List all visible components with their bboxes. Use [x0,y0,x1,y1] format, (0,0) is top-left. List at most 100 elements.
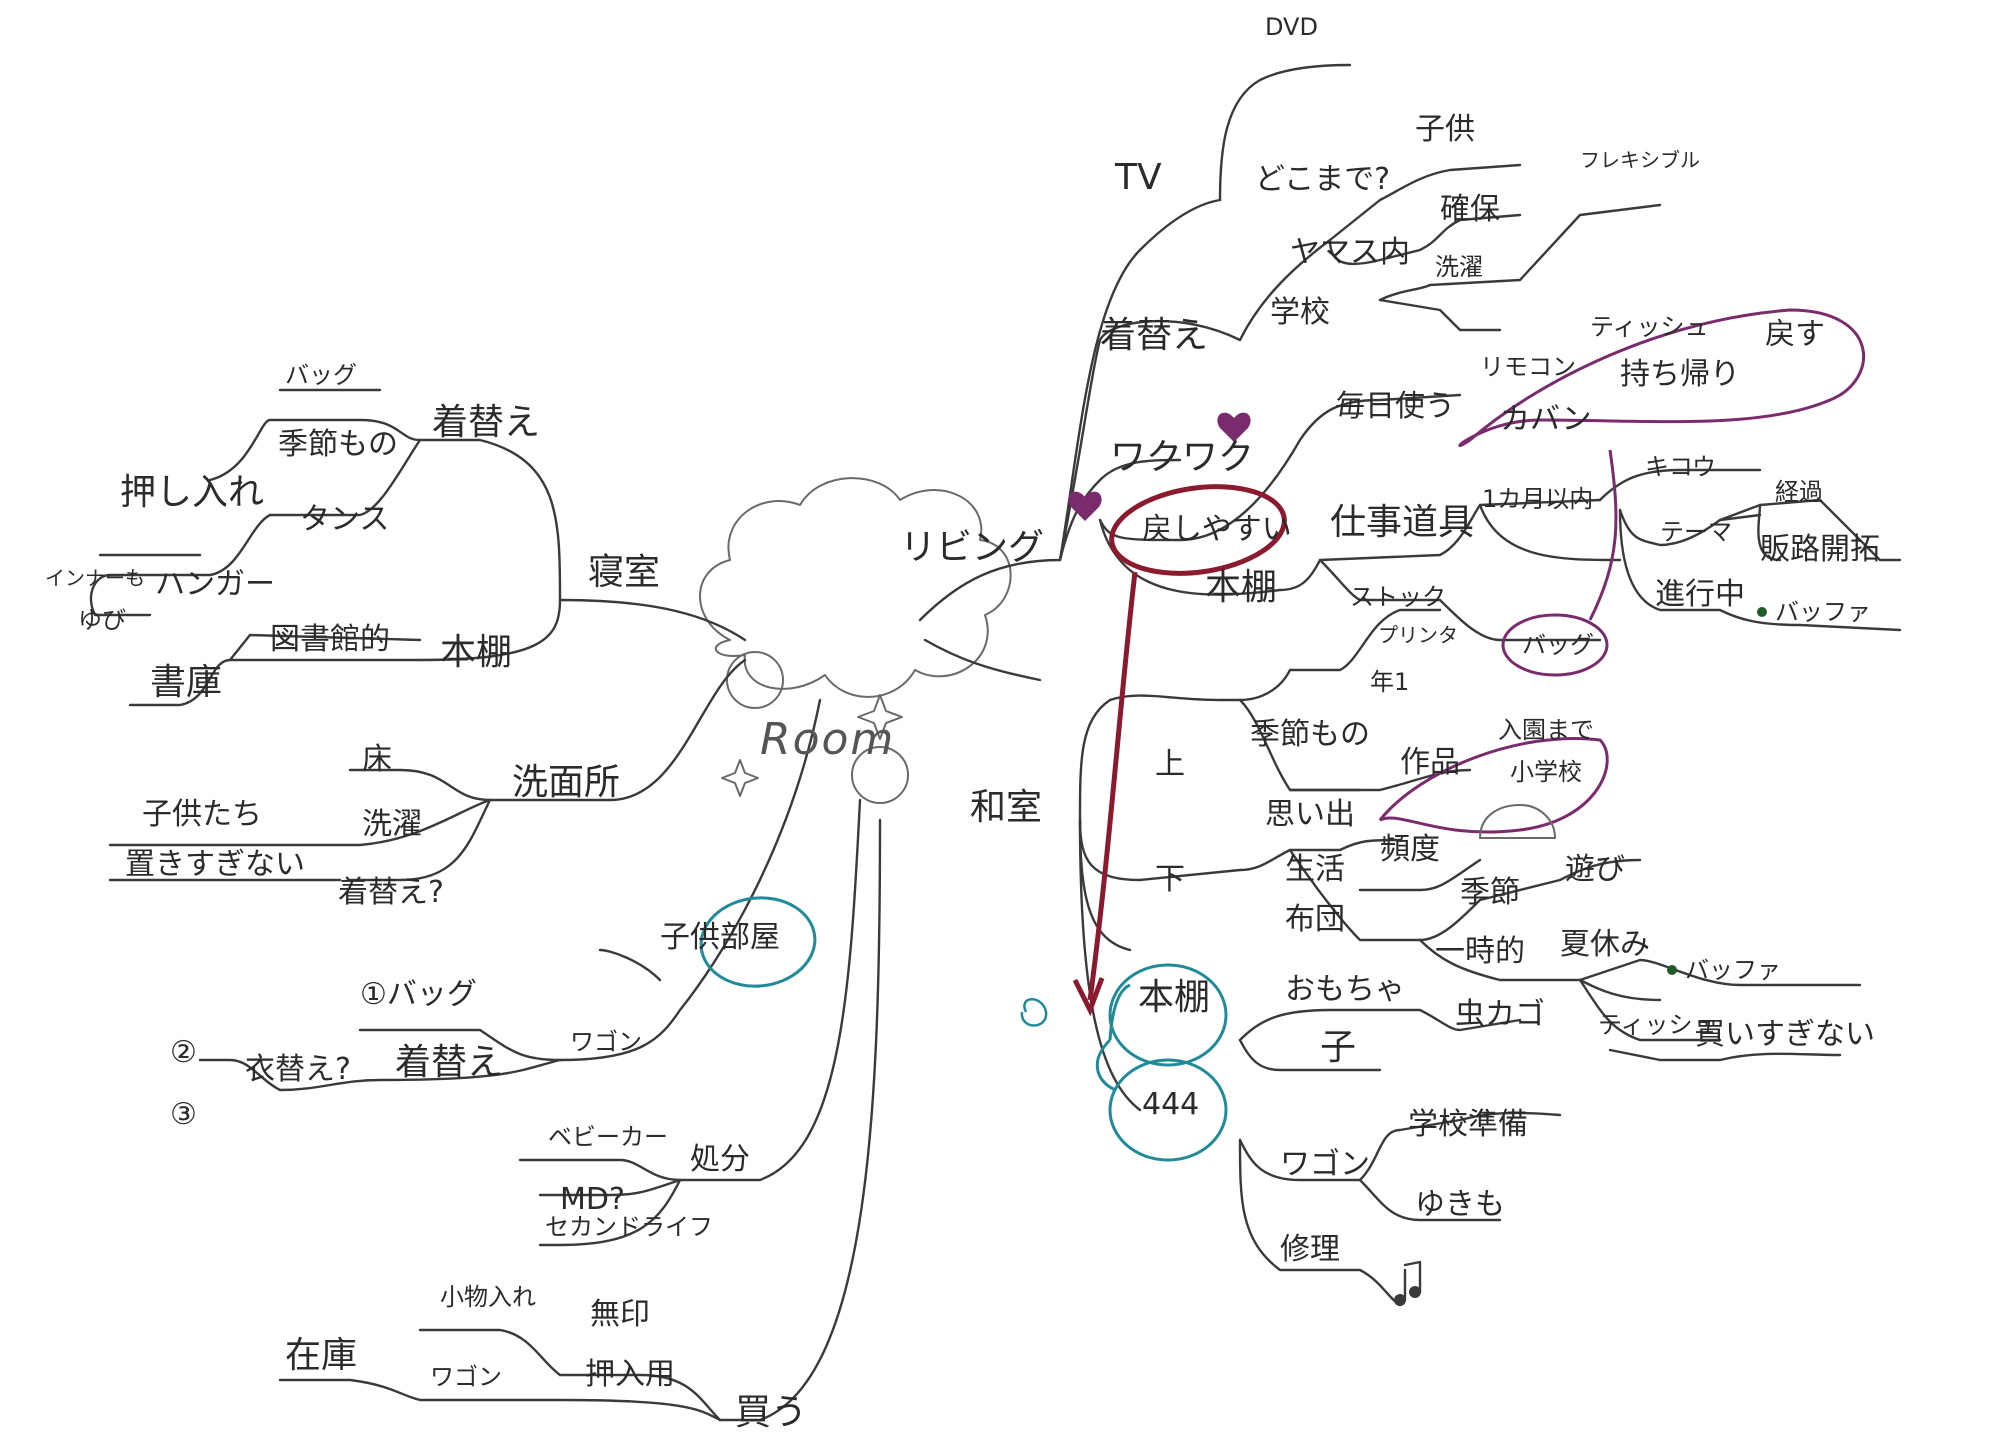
kids-n3: ③ [170,1097,197,1132]
bedroom-inner: インナーも [45,566,145,590]
washitsu-buffer: バッファ [1685,956,1781,984]
washitsu-shita: 下 [1155,862,1185,897]
living-kaban: カバン [1500,402,1592,437]
washitsu-ue: 上 [1155,747,1185,782]
kids-n2: ② [170,1035,197,1070]
washitsu-omoide: 思い出 [1265,797,1355,832]
left-washroom-branches [108,658,747,882]
living-hanro: 販路開拓 [1760,532,1880,567]
bedroom-tansu: タンス [300,502,390,537]
living-ikkagetsu: 1カ月以内 [1482,485,1594,513]
washroom-yuka: 床 [362,742,392,777]
bedroom-shoko: 書庫 [150,662,223,703]
bedroom-oshiire: 押し入れ [120,472,265,513]
kids-room-label: 子供部屋 [660,920,780,955]
washroom-kodomotachi: 子供たち [142,797,262,832]
washitsu-gakkojunbi: 学校準備 [1408,1107,1528,1142]
washitsu-omocha: おもちゃ [1285,972,1405,1007]
washitsu-label: 和室 [970,787,1043,828]
living-label: リビング [900,527,1045,568]
washitsu-kisetsu2: 季節 [1460,875,1520,910]
bedroom-kisetsu: 季節もの [278,427,398,462]
right-living-branches [918,63,1902,642]
washroom-kigae: 着替え? [338,875,444,910]
center-cloud [699,477,1012,804]
washitsu-hondana: 本棚 [1138,977,1211,1018]
shobun-baby: ベビーカー [548,1123,668,1151]
washitsu-shuri: 修理 [1280,1232,1340,1267]
living-wakuwaku: ワクワク [1110,437,1255,478]
washitsu-nen1: 年1 [1370,668,1410,696]
kau-komono: 小物入れ [440,1283,536,1311]
shobun-second: セカンドライフ [545,1213,713,1241]
living-stock: ストック [1350,583,1446,611]
left-shobun-branches [518,798,862,1247]
living-bag: バッグ [1522,631,1594,659]
bedroom-kigae: 着替え [432,402,541,443]
washitsu-mushikago: 虫カゴ [1455,997,1545,1032]
washitsu-natsuyasumi: 夏休み [1560,927,1650,962]
living-keika: 経過 [1775,478,1823,506]
living-tv: TV [1115,157,1162,198]
washitsu-ko: 子 [1320,1027,1357,1068]
washitsu-wagon: ワゴン [1280,1147,1370,1182]
washitsu-asobi: 遊び [1565,852,1625,887]
washroom-label: 洗面所 [512,762,621,803]
washitsu-nyuen: 入園まで [1498,716,1594,744]
living-shigoto: 仕事道具 [1330,502,1475,543]
kau-zaiko: 在庫 [285,1335,358,1376]
left-kau-branches [278,818,882,1422]
living-buffer: バッファ [1775,598,1871,626]
left-bedroom-branches [89,388,747,707]
right-washitsu-branches [923,608,1862,1307]
washitsu-tissue: ティッシュ [1598,1011,1717,1039]
living-kikou: キコウ [1645,453,1717,481]
living-mochikaeri: 持ち帰り [1620,357,1740,392]
living-tissue: ティッシュ [1590,313,1709,341]
center-label: Room [760,714,896,765]
washitsu-ichiji: 一時的 [1435,934,1525,969]
bedroom-hanger: ハンガー [155,567,275,602]
living-sensen: 洗濯 [1435,253,1483,281]
kau-muji: 無印 [590,1297,650,1332]
highlight-circles [699,308,1865,1162]
kids-kigae: 着替え [395,1042,504,1083]
living-printer: プリンタ [1378,623,1458,647]
kids-koromo: 衣替え? [245,1052,351,1087]
kau-label: 買う [735,1392,808,1433]
washitsu-yukimo: ゆきも [1415,1187,1505,1222]
washitsu-hindo: 頻度 [1380,832,1440,867]
washitsu-kisetsu: 季節もの [1250,717,1370,752]
bedroom-tosho: 図書館的 [270,622,390,657]
shobun-md: MD? [560,1182,625,1217]
washitsu-sakuhin: 作品 [1400,745,1460,780]
washitsu-shelf-mark: 444 [1142,1087,1200,1122]
washitsu-kaisugi: 買いすぎない [1695,1017,1875,1052]
washitsu-shogakko: 小学校 [1510,758,1582,786]
living-modoshi: 戻しやすい [1142,512,1292,547]
washitsu-seikatsu: 生活 [1285,852,1345,887]
kids-bag: ①バッグ [360,977,477,1012]
living-remocon: リモコン [1480,353,1576,381]
kau-oshiire: 押入用 [585,1357,675,1392]
washroom-sentaku: 洗濯 [362,807,422,842]
bedroom-yubi: ゆび [78,606,126,634]
living-gakko: 学校 [1270,295,1330,330]
living-shinko: 進行中 [1655,577,1745,612]
washitsu-futon: 布団 [1285,902,1345,937]
living-kigae: 着替え [1100,315,1209,356]
shobun-label: 処分 [690,1142,750,1177]
living-dvd: DVD [1265,13,1318,41]
living-kodomo: 子供 [1415,112,1475,147]
washroom-okisugi: 置きすぎない [125,847,305,882]
kau-wagon: ワゴン [430,1363,502,1391]
living-mainichi: 毎日使う [1335,389,1455,424]
decor-marks [1068,412,1767,1306]
living-hondana: 本棚 [1205,567,1278,608]
bedroom-bag: バッグ [285,361,357,389]
left-kids-branches [198,698,822,1092]
living-dokomade: どこまで? [1255,162,1391,197]
living-yamasu: ヤマス内 [1290,235,1410,270]
kids-wagon: ワゴン [570,1028,642,1056]
